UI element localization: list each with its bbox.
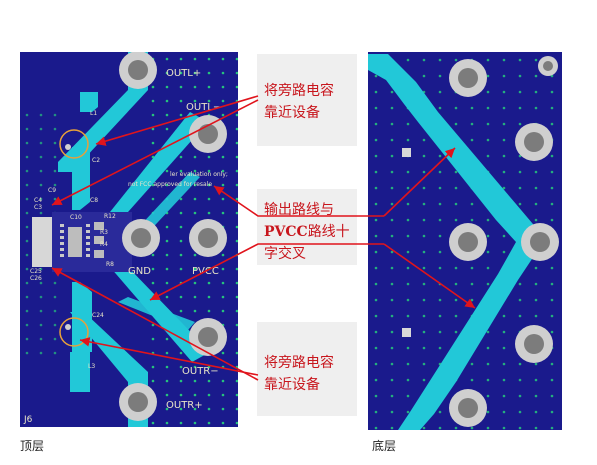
callout-crossing-line2: PVCC路线十: [264, 221, 356, 243]
callout-crossing-line3: 字交叉: [264, 246, 306, 262]
callout-crossing-pvcc: PVCC: [264, 224, 308, 240]
ref-c25: C25: [30, 268, 42, 275]
callout-bypass-bottom-line1: 将旁路电容: [264, 355, 334, 371]
callout-crossing: 输出路线与 PVCC路线十 字交叉: [257, 189, 357, 265]
pcb-top-layer-drawing: OUTL+ OUTL− GND PVCC OUTR− OUTR+ ler eva…: [20, 52, 238, 427]
pcb-top-layer: OUTL+ OUTL− GND PVCC OUTR− OUTR+ ler eva…: [20, 52, 238, 427]
callout-bypass-top-line2: 靠近设备: [264, 105, 320, 121]
ref-c10: C10: [70, 214, 82, 221]
label-gnd: GND: [128, 266, 151, 277]
ref-c4: C4: [34, 197, 42, 204]
pad-bottom-lower: [402, 328, 411, 337]
label-eval-note-2: not FCC approved for resale: [128, 181, 212, 188]
callout-crossing-line1: 输出路线与: [264, 202, 334, 218]
ref-c8: C8: [90, 197, 98, 204]
ref-c24: C24: [92, 312, 104, 319]
label-outl-plus: OUTL+: [166, 68, 201, 79]
ref-r4: R4: [100, 241, 108, 248]
label-top-layer: 顶层: [20, 439, 45, 453]
label-outl-minus: OUTL−: [186, 102, 221, 113]
label-eval-note-1: ler evaluation only;: [170, 171, 228, 178]
ic-pin-rows: [60, 224, 90, 257]
trace-bottom-v: [368, 54, 538, 430]
ref-j6: J6: [23, 415, 33, 425]
connector-j6-header: [32, 217, 56, 267]
ref-r8: R8: [106, 261, 114, 268]
label-pvcc: PVCC: [192, 266, 219, 277]
pcb-bottom-layer-drawing: [368, 52, 562, 430]
callout-bypass-top: 将旁路电容 靠近设备: [257, 54, 357, 146]
callout-bypass-bottom: 将旁路电容 靠近设备: [257, 322, 357, 416]
ref-r3: R3: [100, 229, 108, 236]
ref-r12: R12: [104, 213, 116, 220]
ic-area: [52, 212, 132, 272]
callout-bypass-top-line1: 将旁路电容: [264, 83, 334, 99]
callout-bypass-bottom-line2: 靠近设备: [264, 377, 320, 393]
ref-c9: C9: [48, 187, 56, 194]
label-outr-plus: OUTR+: [166, 400, 203, 411]
label-outr-minus: OUTR−: [182, 366, 219, 377]
ic-pads: [68, 222, 104, 258]
bottom-through-holes: [449, 56, 559, 427]
pad-bottom-upper: [402, 148, 411, 157]
pcb-bottom-layer: [368, 52, 562, 430]
ref-c3: C3: [34, 204, 42, 211]
ref-l1: L1: [90, 110, 97, 117]
callout-crossing-line2-rest: 路线十: [307, 224, 350, 240]
ref-c2: C2: [92, 157, 100, 164]
ref-l3: L3: [88, 363, 95, 370]
ref-c26: C26: [30, 275, 42, 282]
label-bottom-layer: 底层: [372, 439, 397, 453]
